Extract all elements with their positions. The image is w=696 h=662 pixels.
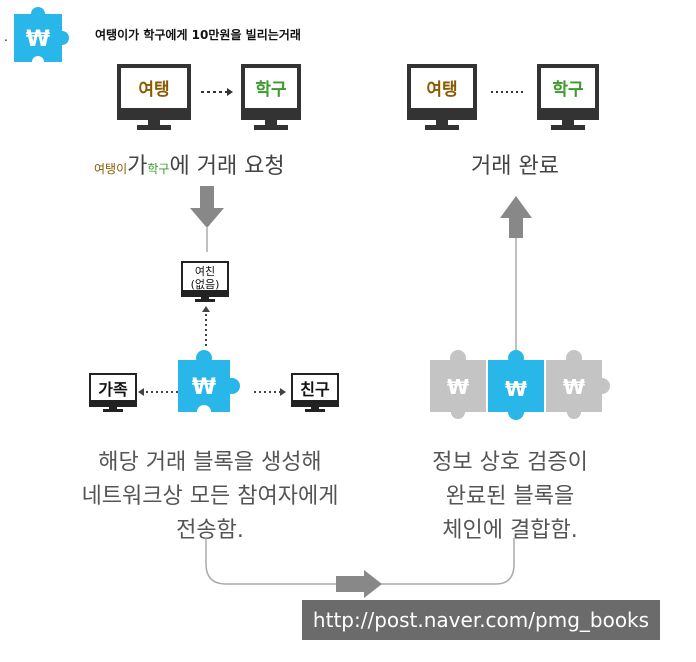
source-url: http://post.naver.com/pmg_books [302,600,660,640]
header-prefix: . [4,30,8,44]
step2-line3: 전송함. [176,518,244,543]
won-symbol: ₩ [192,375,216,400]
monitor-icon: 여탱 [117,64,191,130]
step2-line2: 네트워크상 모든 참여자에게 [81,484,339,509]
network-node-top: 여친 (없음) [181,261,229,302]
step4-caption: 거래 완료 [471,154,559,179]
step1-monitors: 여탱 학구 [117,64,301,130]
step3-line1: 정보 상호 검증이 [432,450,588,475]
step2-description: 해당 거래 블록을 생성해 네트워크상 모든 참여자에게 전송함. [50,446,370,548]
won-symbol: ₩ [447,375,469,399]
step3-description: 정보 상호 검증이 완료된 블록을 체인에 결합함. [400,446,620,548]
monitor-label-hakgu: 학구 [255,80,287,100]
arrow-head-icon [280,388,286,396]
arrow-head-icon [227,88,233,96]
won-symbol: ₩ [563,375,585,399]
network-node-left: 가족 [89,373,178,412]
node-label-friend: 친구 [300,380,330,399]
dotted-up-arrow [202,306,210,348]
step1-caption: 여탱이가학구에 거래 요청 [94,148,285,180]
step4-monitors: 여탱 학구 [407,64,599,130]
monitor-icon: 학구 [537,64,599,130]
arrow-head-icon [138,388,144,396]
puzzle-icon: ₩ [14,7,69,68]
won-symbol: ₩ [505,377,527,401]
step3-line3: 체인에 결합함. [442,518,578,543]
monitor-icon: 학구 [241,64,301,130]
page-title: 여탱이가 학구에게 10만원을 빌리는거래 [95,28,301,42]
step3-line2: 완료된 블록을 [445,484,575,509]
monitor-label-hakgu: 학구 [552,80,584,100]
step2-line1: 해당 거래 블록을 생성해 [98,450,322,475]
monitor-label-yeotaeng: 여탱 [426,80,457,100]
monitor-label-yeotaeng: 여탱 [138,80,169,100]
monitor-icon: 여탱 [407,64,477,130]
won-symbol: ₩ [26,27,50,52]
up-arrow-icon [500,196,532,352]
caption-yeotaeng: 여탱이 [94,162,128,176]
node-label-family: 가족 [98,380,128,399]
right-arrow-icon [364,570,382,598]
down-arrow-icon [190,186,224,252]
caption-ga: 가 [127,154,148,179]
block-puzzle-icon: ₩ [178,350,240,419]
network-node-right: 친구 [254,373,339,412]
caption-request: 에 거래 요청 [169,154,285,179]
block-chain: ₩ ₩ ₩ [430,350,610,420]
caption-hakgu: 학구 [147,162,170,176]
node-label-line1: 여친 [195,265,215,278]
node-label-line2: (없음) [191,278,220,291]
bottom-connector [205,538,515,598]
